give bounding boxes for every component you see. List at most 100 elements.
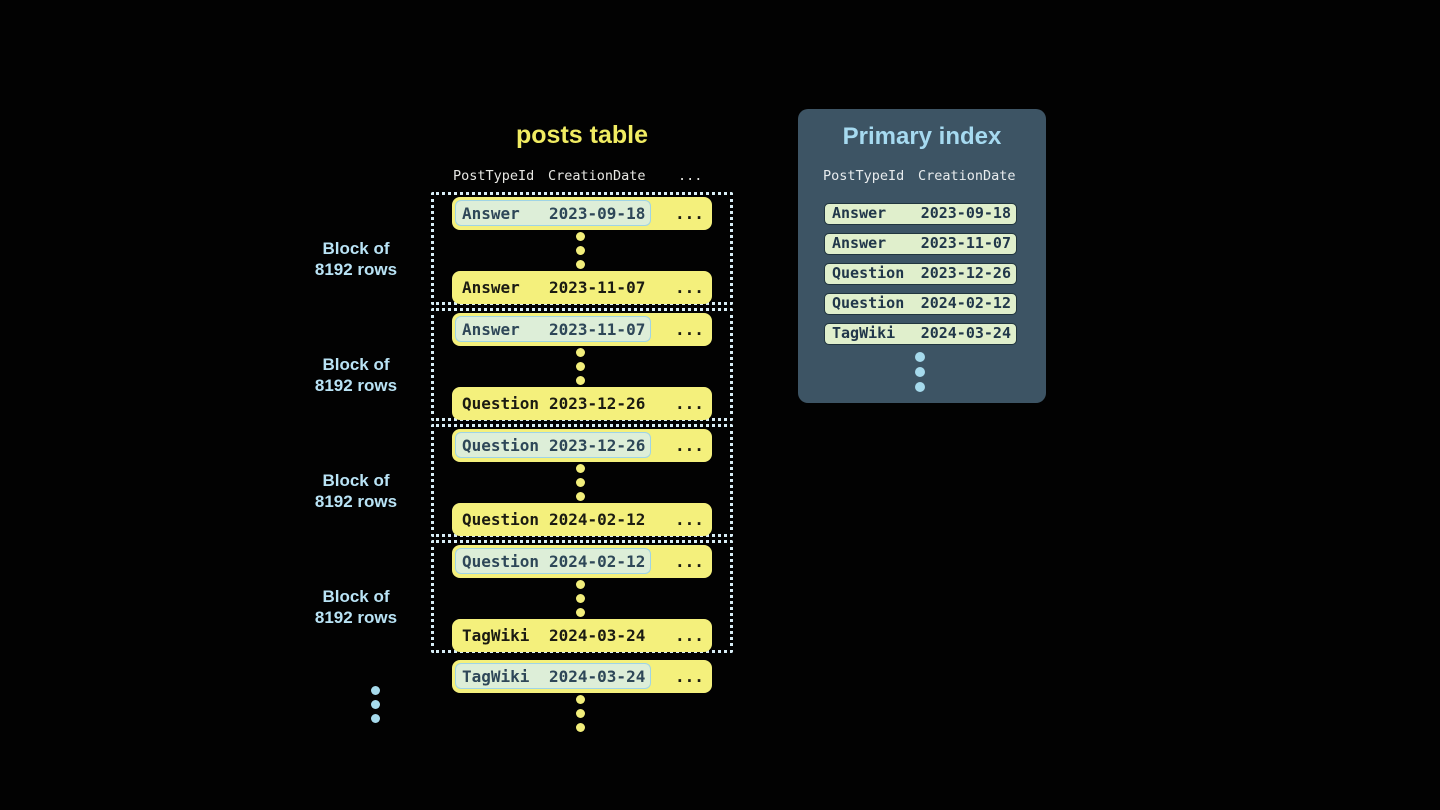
- block-label-4: Block of 8192 rows: [291, 586, 421, 628]
- ellipsis-dot: [576, 608, 585, 617]
- block-label-line2: 8192 rows: [314, 492, 398, 511]
- index-highlight-box: [455, 432, 651, 458]
- ellipsis-dot: [915, 352, 925, 362]
- row-posttypeid: Question: [462, 394, 540, 413]
- index-row-posttypeid: Question: [832, 294, 905, 312]
- index-row: Answer 2023-09-18: [824, 203, 1017, 225]
- index-row-creationdate: 2023-11-07: [920, 234, 1011, 252]
- row-creationdate: 2024-03-24: [549, 667, 646, 686]
- ellipsis-dot: [576, 709, 585, 718]
- ellipsis-dot: [576, 580, 585, 589]
- posts-column-creationdate: CreationDate: [548, 168, 646, 184]
- index-row-posttypeid: Answer: [832, 204, 887, 222]
- index-row-creationdate: 2024-03-24: [920, 324, 1011, 342]
- table-row-block2-first: Answer 2023-11-07 ...: [452, 313, 712, 346]
- rows-ellipsis-dots: [576, 348, 585, 385]
- index-row-creationdate: 2023-12-26: [920, 264, 1011, 282]
- ellipsis-dot: [915, 382, 925, 392]
- index-highlight-box: [455, 200, 651, 226]
- block-label-line1: Block of: [322, 471, 390, 490]
- more-rows-ellipsis-dots: [576, 695, 585, 732]
- table-row-block4-last: TagWiki 2024-03-24 ...: [452, 619, 712, 652]
- block-label-line1: Block of: [322, 587, 390, 606]
- ellipsis-dot: [576, 260, 585, 269]
- row-creationdate: 2024-02-12: [549, 552, 646, 571]
- index-highlight-box: [455, 316, 651, 342]
- ellipsis-dot: [576, 232, 585, 241]
- ellipsis-dot: [576, 723, 585, 732]
- index-row: Question 2023-12-26: [824, 263, 1017, 285]
- row-more-ellipsis: ...: [675, 320, 704, 339]
- block-label-line1: Block of: [322, 355, 390, 374]
- posts-table-title: posts table: [516, 121, 648, 149]
- table-row-block4-first: Question 2024-02-12 ...: [452, 545, 712, 578]
- index-row-creationdate: 2024-02-12: [920, 294, 1011, 312]
- rows-ellipsis-dots: [576, 580, 585, 617]
- index-row-creationdate: 2023-09-18: [920, 204, 1011, 222]
- row-posttypeid: Answer: [462, 320, 520, 339]
- ellipsis-dot: [576, 492, 585, 501]
- row-more-ellipsis: ...: [675, 436, 704, 455]
- index-row-posttypeid: Question: [832, 264, 905, 282]
- ellipsis-dot: [915, 367, 925, 377]
- row-posttypeid: Question: [462, 436, 540, 455]
- table-row-block1-last: Answer 2023-11-07 ...: [452, 271, 712, 304]
- table-row-block3-last: Question 2024-02-12 ...: [452, 503, 712, 536]
- row-posttypeid: TagWiki: [462, 626, 530, 645]
- block-label-line2: 8192 rows: [314, 376, 398, 395]
- row-posttypeid: Question: [462, 510, 540, 529]
- ellipsis-dot: [371, 686, 380, 695]
- ellipsis-dot: [371, 700, 380, 709]
- row-more-ellipsis: ...: [675, 552, 704, 571]
- table-row-block2-last: Question 2023-12-26 ...: [452, 387, 712, 420]
- row-creationdate: 2023-12-26: [549, 394, 646, 413]
- index-highlight-box: [455, 663, 651, 689]
- primary-index-panel: Primary index PostTypeId CreationDate An…: [798, 109, 1046, 403]
- row-posttypeid: Answer: [462, 204, 520, 223]
- table-row-overflow: TagWiki 2024-03-24 ...: [452, 660, 712, 693]
- ellipsis-dot: [576, 594, 585, 603]
- posts-column-posttypeid: PostTypeId: [453, 168, 535, 184]
- rows-ellipsis-dots: [576, 464, 585, 501]
- row-posttypeid: Question: [462, 552, 540, 571]
- ellipsis-dot: [576, 464, 585, 473]
- row-more-ellipsis: ...: [675, 394, 704, 413]
- table-row-block3-first: Question 2023-12-26 ...: [452, 429, 712, 462]
- row-creationdate: 2024-02-12: [549, 510, 646, 529]
- index-row: Question 2024-02-12: [824, 293, 1017, 315]
- row-creationdate: 2023-11-07: [549, 320, 646, 339]
- block-label-3: Block of 8192 rows: [291, 470, 421, 512]
- index-row-posttypeid: Answer: [832, 234, 887, 252]
- row-posttypeid: TagWiki: [462, 667, 530, 686]
- row-more-ellipsis: ...: [675, 667, 704, 686]
- row-more-ellipsis: ...: [675, 626, 704, 645]
- ellipsis-dot: [576, 246, 585, 255]
- row-creationdate: 2023-12-26: [549, 436, 646, 455]
- row-more-ellipsis: ...: [675, 278, 704, 297]
- row-more-ellipsis: ...: [675, 204, 704, 223]
- row-creationdate: 2024-03-24: [549, 626, 646, 645]
- table-row-block1-first: Answer 2023-09-18 ...: [452, 197, 712, 230]
- index-row: Answer 2023-11-07: [824, 233, 1017, 255]
- block-label-line1: Block of: [322, 239, 390, 258]
- block-label-1: Block of 8192 rows: [291, 238, 421, 280]
- index-column-posttypeid: PostTypeId: [823, 168, 905, 184]
- index-row: TagWiki 2024-03-24: [824, 323, 1017, 345]
- more-blocks-ellipsis-dots: [371, 686, 380, 723]
- posts-column-more: ...: [678, 168, 703, 184]
- ellipsis-dot: [576, 362, 585, 371]
- block-label-line2: 8192 rows: [314, 608, 398, 627]
- ellipsis-dot: [371, 714, 380, 723]
- ellipsis-dot: [576, 348, 585, 357]
- index-highlight-box: [455, 548, 651, 574]
- more-index-entries-ellipsis-dots: [915, 352, 925, 392]
- index-row-posttypeid: TagWiki: [832, 324, 896, 342]
- index-column-creationdate: CreationDate: [918, 168, 1016, 184]
- ellipsis-dot: [576, 695, 585, 704]
- row-posttypeid: Answer: [462, 278, 520, 297]
- primary-index-title: Primary index: [842, 123, 1002, 150]
- rows-ellipsis-dots: [576, 232, 585, 269]
- row-creationdate: 2023-09-18: [549, 204, 646, 223]
- ellipsis-dot: [576, 376, 585, 385]
